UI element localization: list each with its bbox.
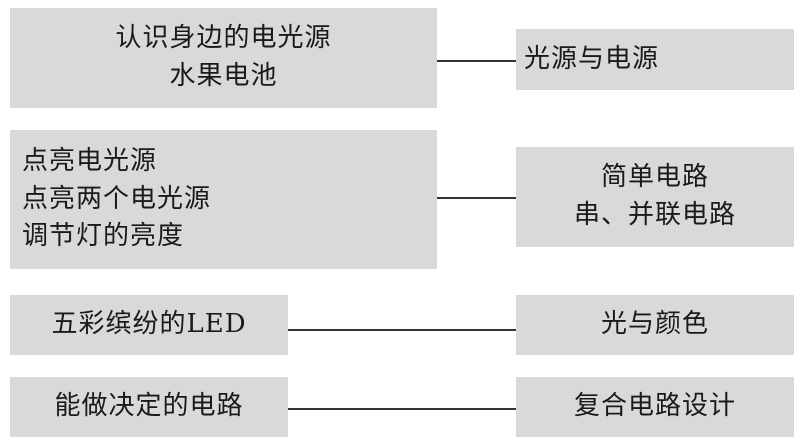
connector-line-2 — [437, 197, 516, 199]
lesson-box-3: 五彩缤纷的LED — [10, 295, 288, 355]
lesson-line: 点亮电光源 — [22, 145, 158, 176]
lesson-box-4: 能做决定的电路 — [10, 377, 288, 437]
connector-line-4 — [288, 408, 516, 410]
unit-line: 复合电路设计 — [573, 391, 736, 422]
unit-box-1: 光源与电源 — [516, 29, 794, 90]
lesson-line: 调节灯的亮度 — [22, 221, 185, 252]
lesson-line: 五彩缤纷的LED — [51, 309, 247, 340]
lesson-line: 认识身边的电光源 — [115, 23, 332, 54]
unit-line: 光与颜色 — [600, 309, 709, 340]
unit-line: 简单电路 — [600, 162, 709, 193]
lesson-line: 点亮两个电光源 — [22, 183, 212, 214]
lesson-line: 水果电池 — [169, 61, 278, 91]
unit-line: 串、并联电路 — [573, 200, 736, 230]
unit-line: 光源与电源 — [524, 43, 660, 74]
unit-box-3: 光与颜色 — [516, 295, 794, 355]
lesson-box-1: 认识身边的电光源 水果电池 — [10, 8, 437, 108]
unit-box-4: 复合电路设计 — [516, 377, 794, 437]
connector-line-1 — [437, 60, 516, 62]
connector-line-3 — [288, 329, 516, 331]
lesson-line: 能做决定的电路 — [54, 391, 244, 422]
unit-box-2: 简单电路 串、并联电路 — [516, 147, 794, 247]
lesson-box-2: 点亮电光源 点亮两个电光源 调节灯的亮度 — [10, 130, 437, 269]
